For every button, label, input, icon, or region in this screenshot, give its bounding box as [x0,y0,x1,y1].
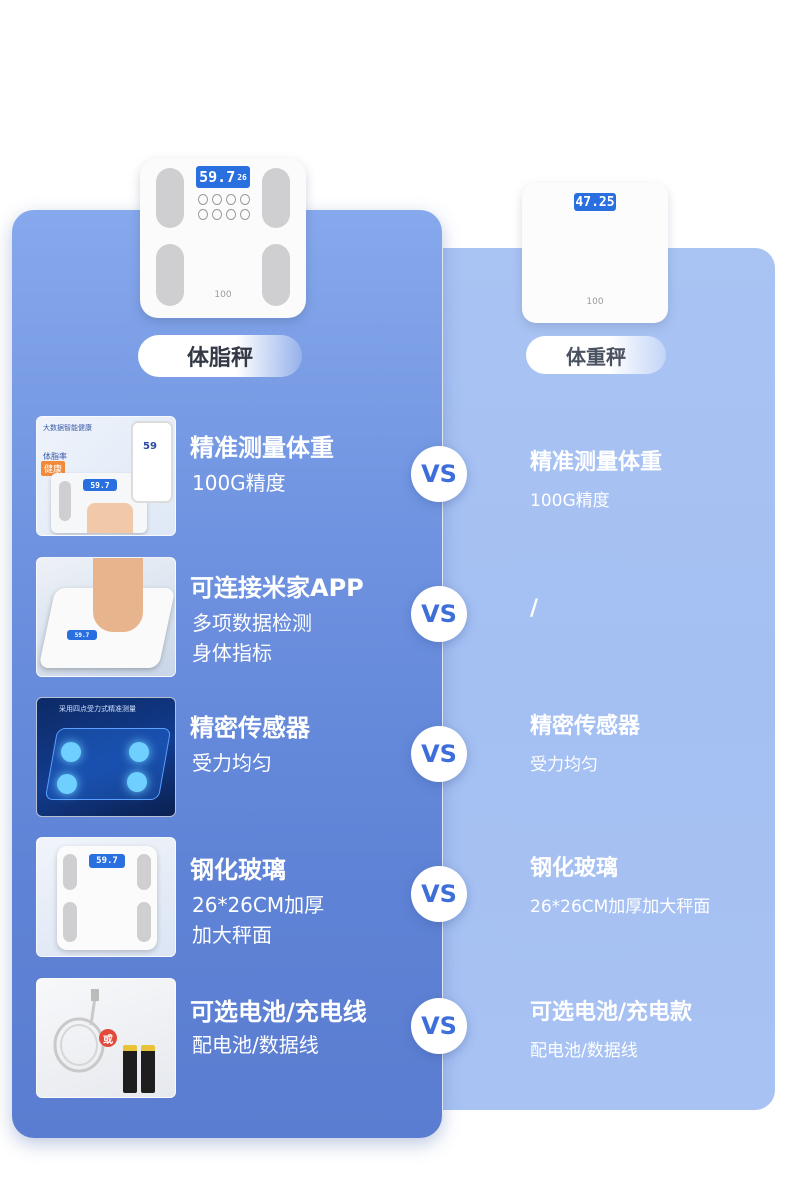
feature-thumb-glass: 59.7 [36,837,176,957]
phone-reading: 59 [143,441,157,452]
weight-scale-reading: 47.25 [574,193,616,211]
feature-sub: 身体指标 [192,641,272,665]
feature-thumb-weight: 大数据智能健康 体脂率 健康 59.7 59 [36,416,176,536]
feature-sub: 配电池/数据线 [192,1033,319,1057]
right-feature-title: 精密传感器 [530,714,641,739]
weight-scale-logo: 100 [586,297,604,307]
vs-badge: VS [411,998,467,1054]
feature-sub: 受力均匀 [192,751,272,775]
feature-title-weight: 精准测量体重 [190,434,334,462]
body-fat-scale-sub-reading: 26 [237,172,247,182]
battery-icon [123,1045,137,1093]
feature-thumb-app: 59.7 [36,557,176,677]
weight-scale-label: 体重秤 [526,336,666,374]
feature-sub: 加大秤面 [192,923,272,947]
right-feature-sub: 100G精度 [530,491,610,511]
right-feature-sub: 26*26CM加厚加大秤面 [530,897,711,917]
weight-scale-image: 47.25 100 [522,183,668,323]
right-feature-sub: 配电池/数据线 [530,1041,638,1061]
feature-sub: 多项数据检测 [192,611,312,635]
feature-title-sensor: 精密传感器 [190,714,310,742]
vs-badge: VS [411,726,467,782]
feature-title-app: 可连接米家APP [190,574,364,602]
body-fat-scale-logo: 100 [214,290,232,300]
feature-thumb-sensor: 采用四点受力式精准测量 [36,697,176,817]
thumb-badge: 健康 [41,461,66,476]
right-feature-title: 钢化玻璃 [530,856,619,881]
right-feature-title: 精准测量体重 [530,450,663,475]
vs-badge: VS [411,866,467,922]
right-feature-title: 可选电池/充电款 [530,1000,693,1025]
body-fat-scale-reading: 59.7 [199,168,236,186]
or-badge: 或 [99,1029,117,1047]
feature-thumb-power: 或 [36,978,176,1098]
right-comparison-panel [443,248,775,1110]
feature-title-glass: 钢化玻璃 [190,856,286,884]
thumb-caption: 采用四点受力式精准测量 [59,705,136,713]
battery-icon [141,1045,155,1093]
thumb-tag: 大数据智能健康 [43,424,92,432]
feature-title-power: 可选电池/充电线 [190,998,367,1026]
vs-badge: VS [411,586,467,642]
body-fat-scale-label: 体脂秤 [138,335,302,377]
body-fat-scale-image: 59.7 26 100 [140,158,306,318]
vs-badge: VS [411,446,467,502]
feature-sub: 26*26CM加厚 [192,893,325,917]
feature-sub: 100G精度 [192,471,286,495]
thumb-tag: 体脂率 [43,452,67,461]
right-feature-sub: 受力均匀 [530,755,598,775]
right-feature-title: / [530,596,539,621]
